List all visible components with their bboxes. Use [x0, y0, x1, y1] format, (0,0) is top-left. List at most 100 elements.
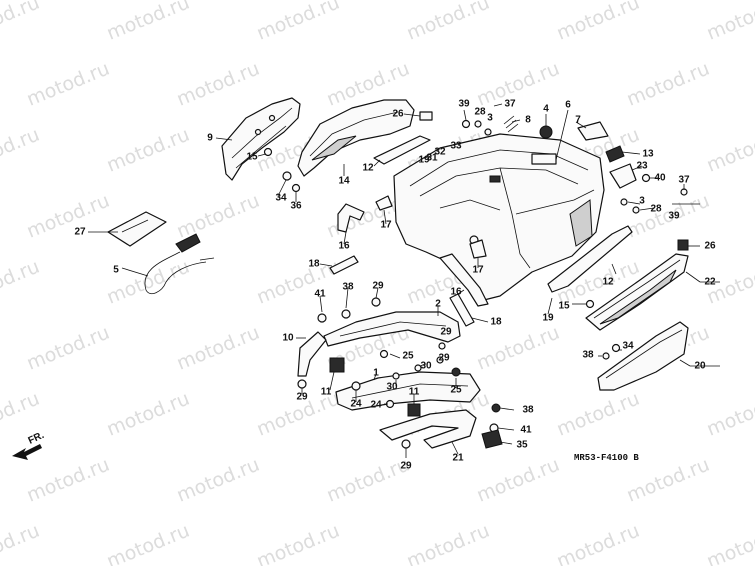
callout-c24b: 24: [370, 400, 382, 411]
callout-c26b: 26: [704, 241, 716, 252]
callout-c16b: 16: [450, 287, 462, 298]
bolt-29b: [438, 342, 446, 350]
callout-c24a: 24: [350, 399, 362, 410]
bolt-28a: [474, 120, 482, 128]
callout-c22: 22: [704, 277, 716, 288]
bracket-16a: [337, 203, 365, 233]
plate-7: [577, 121, 609, 141]
callout-c11b: 11: [409, 387, 420, 398]
plate-27: [107, 211, 167, 247]
callout-c31: 31: [426, 153, 438, 164]
strap-16b: [439, 253, 489, 307]
watermark-text: motod.ru: [174, 58, 263, 111]
callout-c10: 10: [282, 333, 294, 344]
callout-c38a: 38: [582, 350, 594, 361]
callout-c29b: 29: [440, 327, 452, 338]
bolt-34a: [282, 171, 292, 181]
leader-lines: [88, 103, 720, 458]
callout-c30b: 30: [386, 382, 398, 393]
callout-c12a: 12: [362, 163, 374, 174]
clip-17a: [375, 195, 393, 211]
watermark-text: motod.ru: [0, 520, 43, 566]
hinge-23: [609, 163, 637, 189]
bolt-39a: [461, 119, 471, 129]
callout-c27: 27: [74, 227, 86, 238]
bolt-29c: [436, 356, 444, 364]
bolt-15a: [263, 147, 273, 157]
callout-c25a: 25: [402, 351, 414, 362]
callout-c29c: 29: [438, 353, 450, 364]
callout-c5: 5: [113, 265, 119, 276]
frame-rail-upper: [323, 311, 461, 347]
callout-c39a: 39: [458, 99, 470, 110]
callout-c3b: 3: [639, 196, 645, 207]
callout-c29d: 29: [296, 392, 308, 403]
watermark-text: motod.ru: [24, 322, 113, 375]
callout-c20: 20: [694, 361, 706, 372]
bolt-40: [641, 173, 651, 183]
bolt-38b: [341, 309, 351, 319]
strap-18a: [329, 255, 359, 275]
callout-c35: 35: [516, 440, 528, 451]
callout-c13: 13: [642, 149, 654, 160]
front-marker: FR.: [27, 430, 46, 447]
callout-c12b: 12: [602, 277, 614, 288]
left-outer-cover: [221, 97, 301, 181]
frame-rail-21: [379, 409, 477, 449]
watermark-text: motod.ru: [474, 322, 563, 375]
callout-c32: 32: [434, 147, 446, 158]
bolt-36: [291, 183, 301, 193]
watermark-text: motod.ru: [404, 0, 493, 45]
watermark-text: motod.ru: [474, 454, 563, 507]
callout-c29e: 29: [400, 461, 412, 472]
watermark-text: motod.ru: [174, 190, 263, 243]
watermark-text: motod.ru: [254, 0, 343, 45]
diagram-code: MR53-F4100 B: [574, 453, 639, 463]
callout-c26a: 26: [392, 109, 404, 120]
watermark-text: motod.ru: [404, 520, 493, 566]
watermark-text: motod.ru: [0, 256, 43, 309]
watermark-text: motod.ru: [0, 0, 43, 45]
frame-rail-10: [297, 331, 327, 377]
callout-c17b: 17: [472, 265, 484, 276]
bracket-35: [481, 429, 503, 449]
callout-c19b: 19: [542, 313, 554, 324]
callout-c8: 8: [525, 115, 531, 126]
callout-c16a: 16: [338, 241, 350, 252]
watermark-text: motod.ru: [324, 454, 413, 507]
damper-26a: [419, 111, 433, 121]
callout-c6: 6: [565, 100, 571, 111]
callout-c36: 36: [290, 201, 302, 212]
right-cover-22: [585, 253, 689, 331]
bolt-30b: [392, 372, 400, 380]
bolt-38a: [602, 352, 610, 360]
spring-8: [503, 115, 519, 133]
callout-c37a: 37: [504, 99, 516, 110]
watermark-text: motod.ru: [174, 454, 263, 507]
bolt-3a: [484, 128, 492, 136]
callout-c39b: 39: [668, 211, 680, 222]
watermark-text: motod.ru: [474, 58, 563, 111]
strip-12-lower: [547, 225, 633, 293]
callout-c33: 33: [450, 141, 462, 152]
callout-c28b: 28: [650, 204, 662, 215]
callout-c41a: 41: [314, 289, 326, 300]
watermark-text: motod.ru: [254, 256, 343, 309]
callout-c17a: 17: [380, 220, 392, 231]
watermark-text: motod.ru: [704, 520, 755, 566]
bolt-25a: [379, 349, 389, 359]
watermark-text: motod.ru: [0, 124, 43, 177]
callout-c23: 23: [636, 161, 648, 172]
right-cover-20: [597, 321, 689, 391]
front-arrow-icon: FR.: [12, 430, 46, 460]
callout-c19a: 19: [418, 155, 430, 166]
callout-c7: 7: [575, 115, 581, 126]
watermark-text: motod.ru: [624, 58, 713, 111]
latch-13: [605, 145, 625, 163]
callout-c3a: 3: [487, 113, 493, 124]
strap-18b: [449, 293, 475, 327]
bolt-41a: [317, 313, 327, 323]
watermark-text: motod.ru: [704, 388, 755, 441]
watermark-text: motod.ru: [554, 0, 643, 45]
